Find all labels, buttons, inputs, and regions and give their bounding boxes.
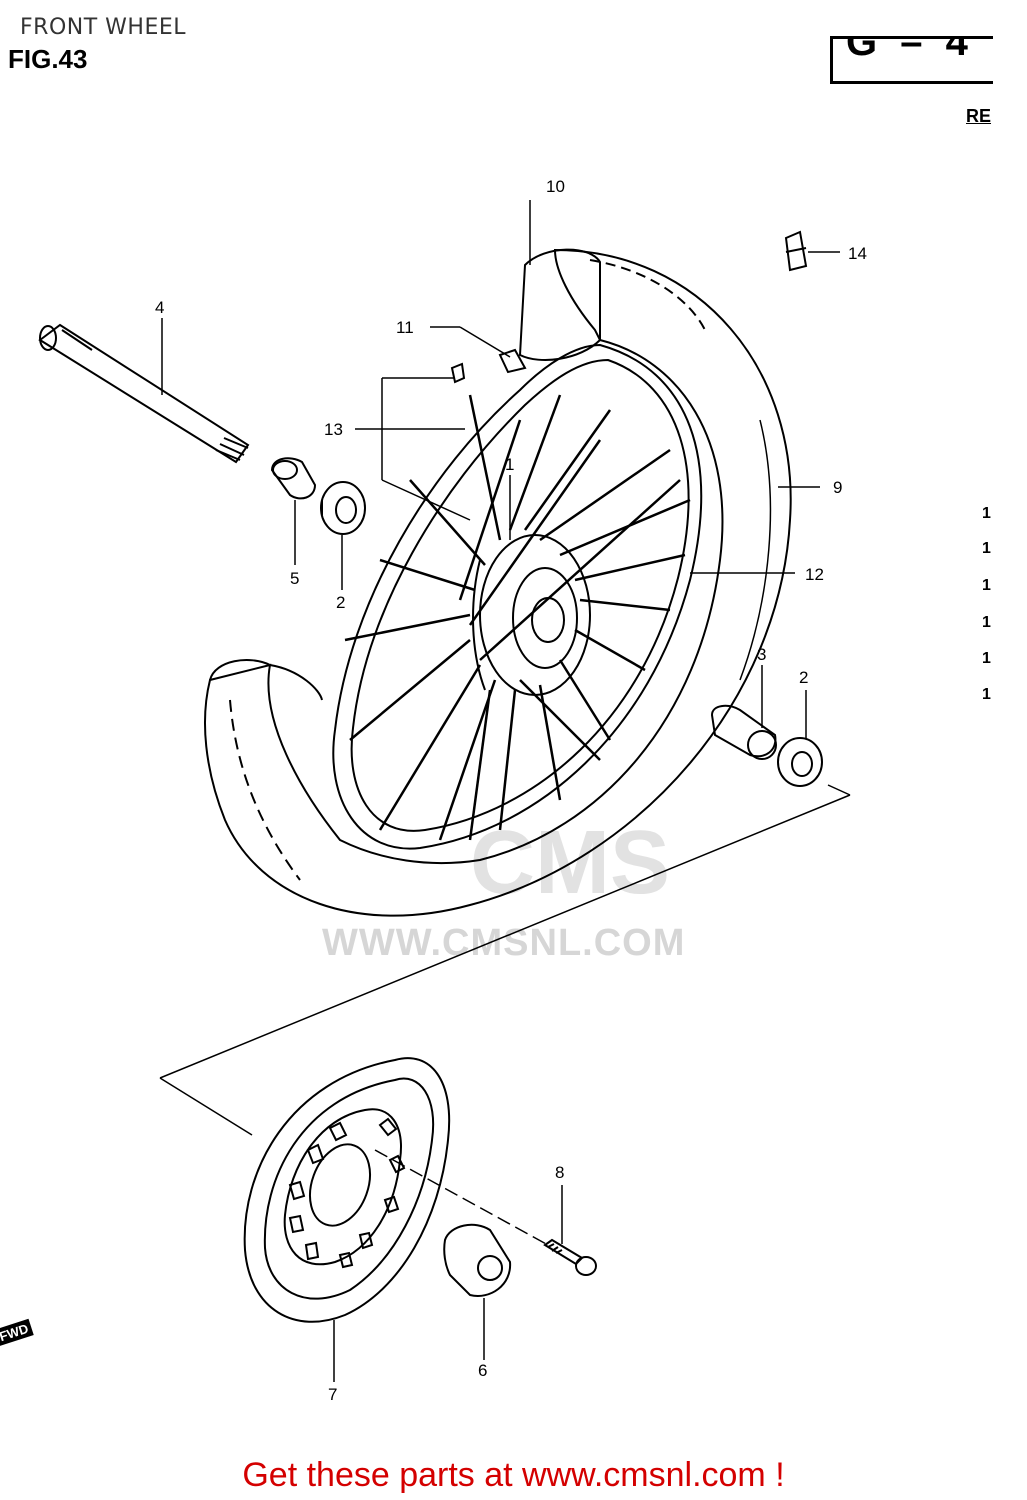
callout-7: 7 xyxy=(328,1385,337,1404)
group-code-box xyxy=(830,36,993,84)
callout-12: 12 xyxy=(805,565,824,584)
figure-label: FIG.43 xyxy=(8,44,88,74)
callout-10: 10 xyxy=(546,177,565,196)
bearing-left xyxy=(320,481,366,535)
leader-lines xyxy=(161,200,840,1382)
axle xyxy=(38,323,250,464)
side-ref-5: 1 xyxy=(982,650,991,667)
callout-9: 9 xyxy=(833,478,842,497)
spacer-left xyxy=(270,457,317,500)
callout-8: 8 xyxy=(555,1163,564,1182)
ref-label: RE xyxy=(966,106,992,126)
spokes xyxy=(344,394,691,841)
watermark-url: WWW.CMSNL.COM xyxy=(322,922,686,964)
callout-6: 6 xyxy=(478,1361,487,1380)
bearing-right xyxy=(777,737,823,787)
hub-cover xyxy=(443,1223,512,1297)
callout-3: 3 xyxy=(757,645,766,664)
callout-13: 13 xyxy=(324,420,343,439)
assembly-lines xyxy=(159,784,851,1246)
side-ref-2: 1 xyxy=(982,540,991,557)
group-code: G – 4 xyxy=(846,20,974,64)
callout-5: 5 xyxy=(290,569,299,588)
spoke-nipple xyxy=(450,362,466,384)
page-title: FRONT WHEEL xyxy=(20,15,186,40)
side-ref-3: 1 xyxy=(982,577,991,594)
tire xyxy=(204,248,792,917)
callout-4: 4 xyxy=(155,298,164,317)
callout-11: 11 xyxy=(396,318,414,337)
rim-band xyxy=(498,348,527,374)
rim xyxy=(332,343,703,850)
valve-cap xyxy=(784,230,808,272)
disc-bolt xyxy=(543,1238,597,1276)
callout-2-right: 2 xyxy=(799,668,808,687)
callout-14: 14 xyxy=(848,244,867,263)
brake-disc xyxy=(243,1057,451,1323)
callout-1: 1 xyxy=(505,455,514,474)
spacer-right xyxy=(710,704,777,760)
side-ref-4: 1 xyxy=(982,614,991,631)
callout-2-left: 2 xyxy=(336,593,345,612)
side-ref-6: 1 xyxy=(982,686,991,703)
side-ref-1: 1 xyxy=(982,505,991,522)
footer-link[interactable]: Get these parts at www.cmsnl.com ! xyxy=(242,1456,785,1494)
